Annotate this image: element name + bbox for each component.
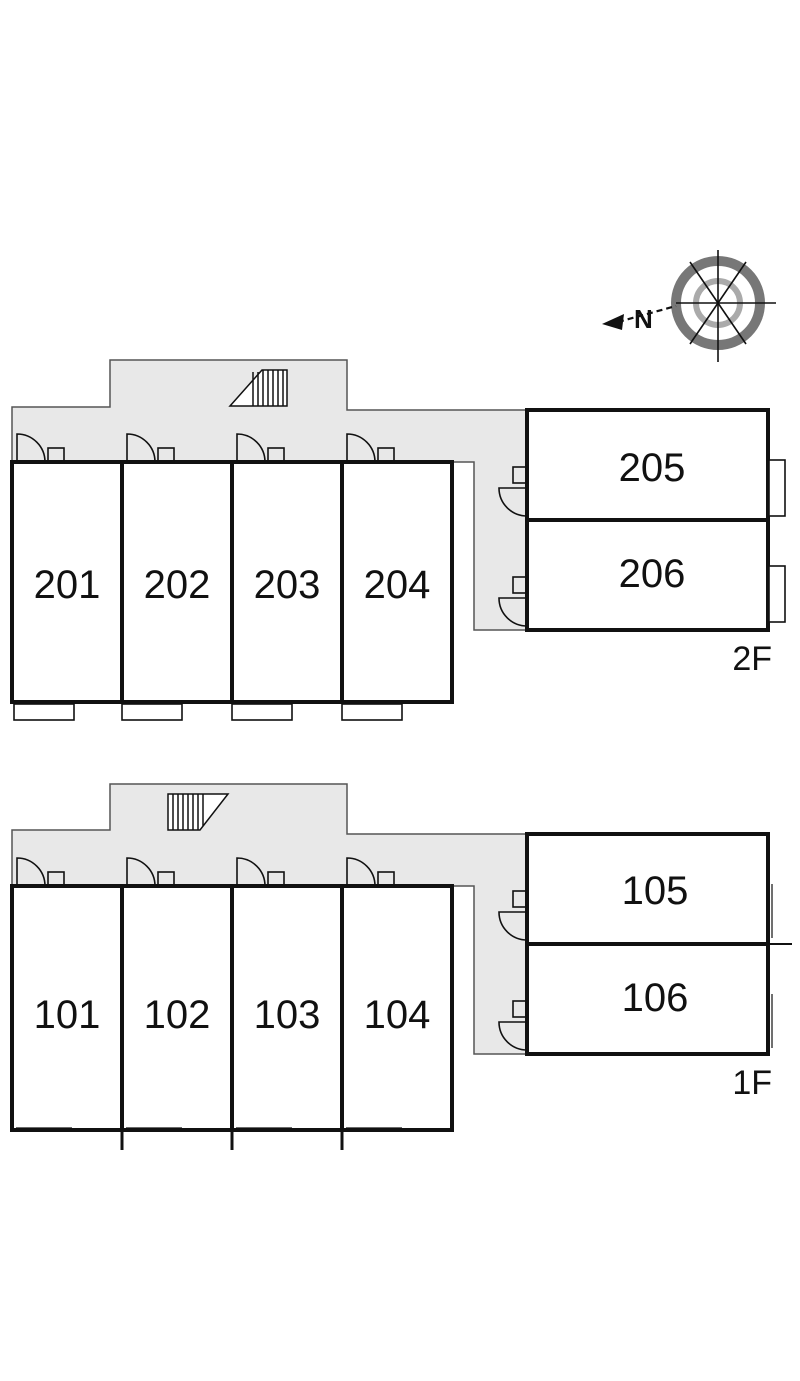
room-102 <box>120 884 234 1132</box>
door-icon <box>498 890 528 1051</box>
room-label: 104 <box>364 993 431 1037</box>
room-202 <box>120 460 234 704</box>
room-label: 106 <box>622 976 689 1020</box>
room-104 <box>340 884 454 1132</box>
room-101 <box>10 884 124 1132</box>
compass-north-label: N <box>634 304 653 334</box>
room-label: 105 <box>622 869 689 913</box>
room-label: 204 <box>364 563 431 607</box>
floor-label: 1F <box>732 1064 772 1102</box>
room-103 <box>230 884 344 1132</box>
room-106 <box>525 942 770 1056</box>
room-label: 205 <box>619 446 686 490</box>
floor-1f: 101 102 103 104 105 106 1F <box>10 783 792 1150</box>
room-203 <box>230 460 344 704</box>
balcony-icon <box>768 459 786 623</box>
stairs-2f-icon <box>228 369 288 407</box>
room-label: 206 <box>619 552 686 596</box>
room-label: 103 <box>254 993 321 1037</box>
room-label: 201 <box>34 563 101 607</box>
balcony-icon <box>13 703 403 721</box>
room-label: 202 <box>144 563 211 607</box>
door-icon <box>16 857 395 887</box>
room-label: 203 <box>254 563 321 607</box>
room-label: 102 <box>144 993 211 1037</box>
room-204 <box>340 460 454 704</box>
door-icon <box>498 466 528 627</box>
window-icon <box>16 1127 402 1150</box>
door-icon <box>16 433 395 463</box>
compass-needles <box>676 250 776 362</box>
stairs-1f-icon <box>167 793 230 831</box>
compass: N <box>602 250 776 362</box>
room-label: 101 <box>34 993 101 1037</box>
room-206 <box>525 518 770 632</box>
floor-label: 2F <box>732 640 772 678</box>
floor-2f: 201 202 203 204 205 206 2F <box>10 359 786 721</box>
north-arrow-icon <box>602 304 677 330</box>
